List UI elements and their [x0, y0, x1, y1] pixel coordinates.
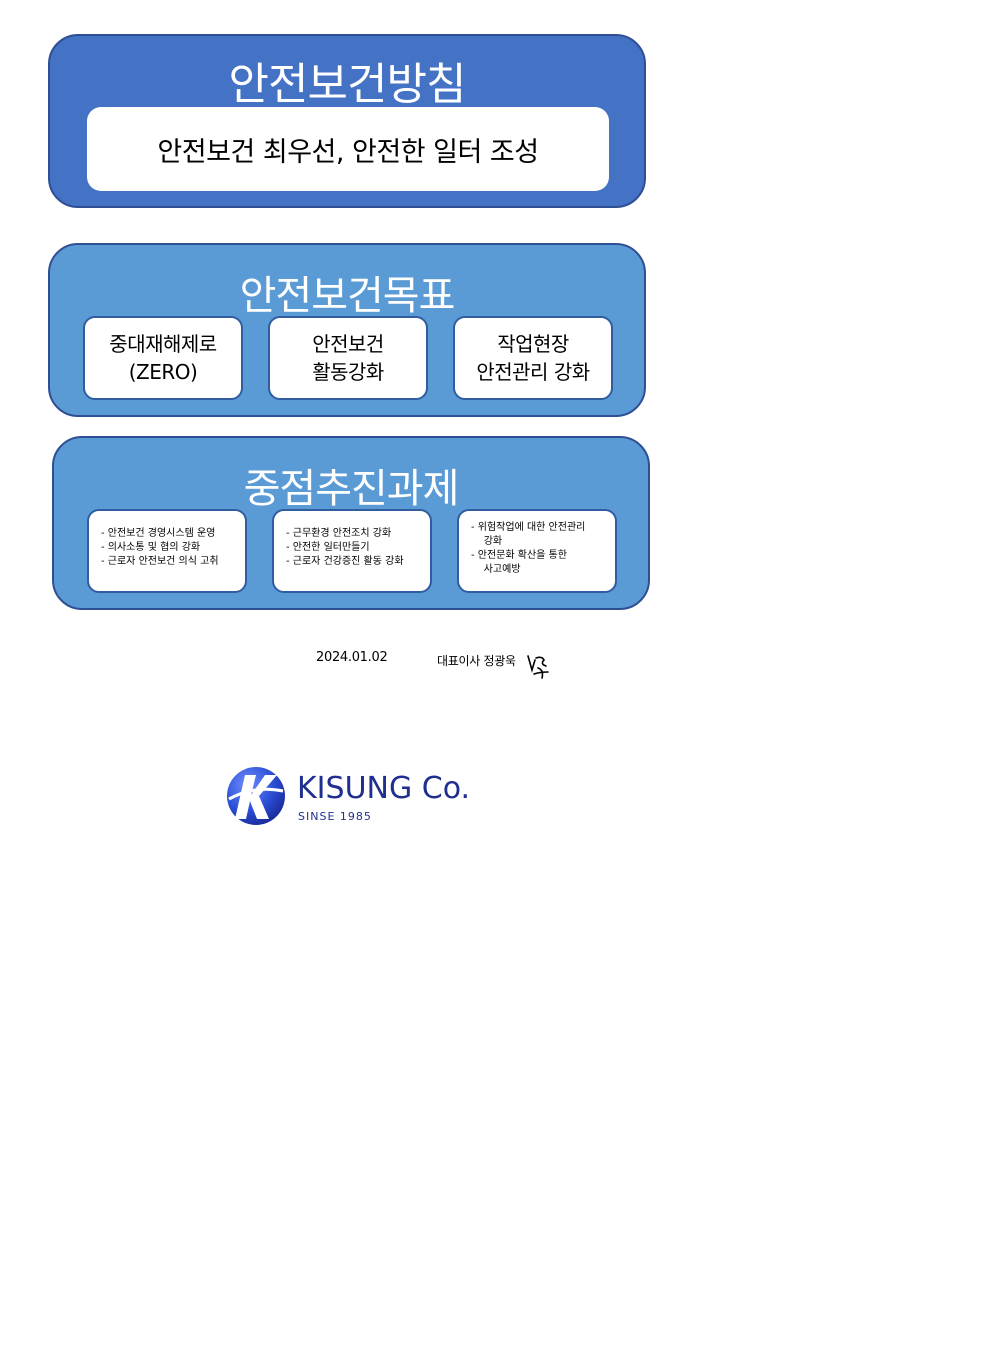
goal-card: 안전보건 활동강화 [268, 316, 428, 400]
signature-icon [527, 655, 549, 679]
ceo-name: 대표이사 정광욱 [437, 654, 516, 668]
policy-statement-box: 안전보건 최우선, 안전한 일터 조성 [87, 107, 609, 191]
task-line: 사고예방 [471, 564, 521, 575]
policy-statement: 안전보건 최우선, 안전한 일터 조성 [157, 136, 539, 168]
task-line: - 의사소통 및 협의 강화 [101, 542, 201, 553]
task-card: - 근무환경 안전조치 강화 - 안전한 일터만들기 - 근로자 건강증진 활동… [272, 509, 432, 593]
company-name: KISUNG Co. [297, 771, 471, 806]
goal-line: 활동강화 [312, 360, 384, 384]
kisung-k-icon [227, 767, 285, 825]
company-since: SINSE 1985 [298, 810, 372, 823]
key-tasks-panel: 중점추진과제 - 안전보건 경영시스템 운영 - 의사소통 및 협의 강화 - … [52, 436, 650, 610]
goals-title: 안전보건목표 [239, 273, 456, 319]
task-line: - 근무환경 안전조치 강화 [286, 528, 392, 539]
task-line: - 근로자 건강증진 활동 강화 [286, 556, 404, 567]
task-line: - 안전문화 확산을 통한 [471, 550, 567, 561]
tasks-title: 중점추진과제 [243, 466, 460, 512]
issue-date: 2024.01.02 [316, 650, 388, 665]
task-line: - 위험작업에 대한 안전관리 [471, 522, 586, 533]
task-card: - 위험작업에 대한 안전관리 강화 - 안전문화 확산을 통한 사고예방 [457, 509, 617, 593]
goal-card: 작업현장 안전관리 강화 [453, 316, 613, 400]
goal-line: (ZERO) [128, 360, 198, 384]
task-line: - 안전보건 경영시스템 운영 [101, 528, 216, 539]
company-logo: KISUNG Co. SINSE 1985 [225, 765, 475, 830]
safety-policy-panel: 안전보건방침 안전보건 최우선, 안전한 일터 조성 [48, 34, 646, 208]
safety-goals-panel: 안전보건목표 중대재해제로 (ZERO) 안전보건 활동강화 작업현장 안전관리… [48, 243, 646, 417]
goal-line: 안전관리 강화 [476, 360, 590, 384]
task-line: - 안전한 일터만들기 [286, 542, 370, 553]
task-line: 강화 [471, 536, 503, 547]
goal-card: 중대재해제로 (ZERO) [83, 316, 243, 400]
goal-line: 작업현장 [497, 332, 569, 356]
goal-line: 안전보건 [312, 332, 384, 356]
task-line: - 근로자 안전보건 의식 고취 [101, 556, 219, 567]
task-card: - 안전보건 경영시스템 운영 - 의사소통 및 협의 강화 - 근로자 안전보… [87, 509, 247, 593]
goal-line: 중대재해제로 [109, 332, 217, 356]
policy-title: 안전보건방침 [228, 59, 467, 110]
